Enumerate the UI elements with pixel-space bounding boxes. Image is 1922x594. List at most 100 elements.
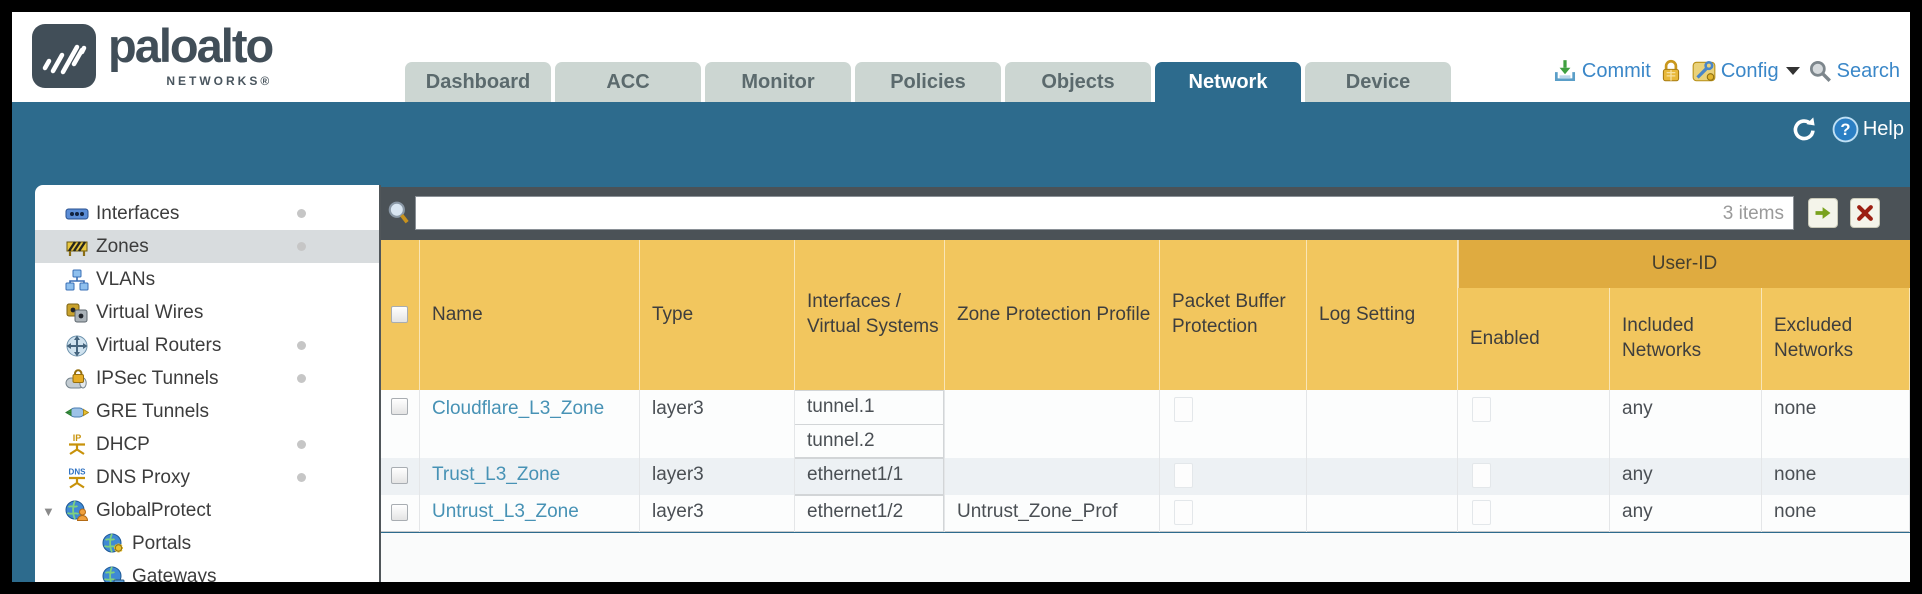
sidebar-splitter[interactable]	[379, 185, 381, 582]
column-header-type[interactable]: Type	[640, 240, 795, 390]
expander-icon[interactable]: ▼	[42, 504, 55, 519]
column-header-included-networks[interactable]: Included Networks	[1610, 240, 1762, 390]
config-icon	[1692, 61, 1716, 82]
apply-filter-button[interactable]	[1808, 198, 1838, 228]
zone-type-cell: layer3	[640, 390, 795, 458]
interface-cell: tunnel.2	[795, 424, 944, 458]
top-header: paloalto NETWORKS® Dashboard ACC Monitor…	[12, 12, 1910, 102]
help-button[interactable]: ? Help	[1832, 116, 1904, 143]
tab-acc[interactable]: ACC	[555, 62, 701, 102]
select-all-checkbox[interactable]	[391, 306, 408, 323]
gateways-icon	[102, 566, 125, 582]
zone-type-cell: layer3	[640, 495, 795, 532]
tab-objects[interactable]: Objects	[1005, 62, 1151, 102]
log-setting-cell	[1307, 458, 1458, 495]
brand-name: paloalto	[108, 19, 274, 72]
included-networks-cell: any	[1610, 495, 1762, 532]
sidebar-item-gateways[interactable]: Gateways	[35, 560, 379, 582]
tab-network[interactable]: Network	[1155, 62, 1301, 102]
search-icon	[1809, 60, 1831, 82]
sidebar-item-ipsec-tunnels[interactable]: IPSec Tunnels	[35, 362, 379, 395]
header-select-cell	[381, 240, 420, 390]
column-header-log-setting[interactable]: Log Setting	[1307, 240, 1458, 390]
packet-buffer-protection-checkbox[interactable]	[1174, 397, 1193, 422]
content-footer	[381, 533, 1910, 582]
clear-filter-button[interactable]	[1850, 198, 1880, 228]
zone-name-link[interactable]: Untrust_L3_Zone	[432, 501, 579, 522]
brand-subtitle: NETWORKS®	[166, 74, 273, 88]
filter-input[interactable]	[415, 196, 1794, 230]
zones-table-header: Name Type Interfaces / Virtual Systems Z…	[381, 240, 1910, 390]
sidebar-item-interfaces[interactable]: Interfaces	[35, 197, 379, 230]
dns-proxy-icon: DNS	[69, 467, 86, 488]
zone-protection-profile-cell	[945, 390, 1160, 458]
search-button[interactable]: Search	[1807, 58, 1900, 84]
sidebar-item-virtual-wires[interactable]: Virtual Wires	[35, 296, 379, 329]
table-row: Trust_L3_Zone layer3 ethernet1/1 any non…	[381, 458, 1910, 495]
column-header-name[interactable]: Name	[420, 240, 640, 390]
interface-cell: ethernet1/1	[795, 458, 944, 495]
included-networks-cell: any	[1610, 390, 1762, 458]
table-row: Untrust_L3_Zone layer3 ethernet1/2 Untru…	[381, 495, 1910, 532]
ipsec-tunnels-icon	[65, 368, 87, 388]
row-checkbox[interactable]	[391, 467, 408, 484]
sidebar-item-zones[interactable]: Zones	[35, 230, 379, 263]
column-header-packet-buffer-protection[interactable]: Packet Buffer Protection	[1160, 240, 1307, 390]
commit-button[interactable]: Commit	[1552, 58, 1651, 84]
filter-magnifier-icon	[388, 201, 409, 224]
sidebar-item-gre-tunnels[interactable]: GRE Tunnels	[35, 395, 379, 428]
zone-name-link[interactable]: Cloudflare_L3_Zone	[432, 398, 605, 419]
items-count: 3 items	[1722, 203, 1784, 224]
globalprotect-icon	[65, 500, 89, 521]
included-networks-cell: any	[1610, 458, 1762, 495]
panos-app: paloalto NETWORKS® Dashboard ACC Monitor…	[12, 12, 1910, 582]
sidebar-item-virtual-routers[interactable]: Virtual Routers	[35, 329, 379, 362]
filter-bar: 3 items	[381, 187, 1910, 240]
zone-protection-profile-cell	[945, 458, 1160, 495]
status-dot	[297, 374, 306, 383]
sidebar-item-dhcp[interactable]: IP DHCP	[35, 428, 379, 461]
excluded-networks-cell: none	[1762, 458, 1910, 495]
interfaces-icon	[65, 208, 89, 219]
packet-buffer-protection-checkbox[interactable]	[1174, 500, 1193, 525]
row-checkbox[interactable]	[391, 398, 408, 415]
row-checkbox[interactable]	[391, 504, 408, 521]
svg-text:IP: IP	[73, 433, 82, 443]
config-menu[interactable]: Config	[1691, 58, 1800, 84]
user-id-enabled-checkbox[interactable]	[1472, 463, 1491, 488]
column-header-zone-protection-profile[interactable]: Zone Protection Profile	[945, 240, 1160, 390]
sub-header-band: ? Help	[12, 102, 1910, 187]
red-x-icon	[1857, 205, 1873, 221]
lock-icon[interactable]	[1658, 58, 1684, 84]
tab-dashboard[interactable]: Dashboard	[405, 62, 551, 102]
log-setting-cell	[1307, 390, 1458, 458]
vlans-icon	[65, 269, 89, 290]
column-header-interfaces[interactable]: Interfaces / Virtual Systems	[795, 240, 945, 390]
green-arrow-icon	[1815, 207, 1831, 219]
main-nav-tabs: Dashboard ACC Monitor Policies Objects N…	[405, 62, 1451, 102]
virtual-routers-icon	[66, 335, 88, 356]
column-header-enabled[interactable]: Enabled	[1458, 240, 1610, 390]
commit-icon	[1554, 60, 1575, 82]
paloalto-logo: paloalto NETWORKS®	[32, 19, 274, 88]
sidebar-item-vlans[interactable]: VLANs	[35, 263, 379, 296]
user-id-enabled-checkbox[interactable]	[1472, 500, 1491, 525]
config-label: Config	[1720, 59, 1779, 82]
network-sidebar: Interfaces Zones VLANs	[35, 185, 379, 582]
tab-device[interactable]: Device	[1305, 62, 1451, 102]
zone-protection-profile-cell: Untrust_Zone_Prof	[945, 495, 1160, 532]
refresh-icon[interactable]	[1791, 116, 1818, 143]
column-header-excluded-networks[interactable]: Excluded Networks	[1762, 240, 1910, 390]
zone-name-link[interactable]: Trust_L3_Zone	[432, 464, 561, 485]
sidebar-item-globalprotect[interactable]: ▼ GlobalProtect	[42, 499, 212, 521]
sidebar-item-dns-proxy[interactable]: DNS DNS Proxy	[35, 461, 379, 494]
interface-cell: tunnel.1	[795, 390, 944, 425]
tab-monitor[interactable]: Monitor	[705, 62, 851, 102]
status-dot	[297, 209, 306, 218]
interface-cell: ethernet1/2	[795, 495, 944, 532]
packet-buffer-protection-checkbox[interactable]	[1174, 463, 1193, 488]
tab-policies[interactable]: Policies	[855, 62, 1001, 102]
user-id-enabled-checkbox[interactable]	[1472, 397, 1491, 422]
sidebar-item-portals[interactable]: Portals	[35, 527, 379, 560]
